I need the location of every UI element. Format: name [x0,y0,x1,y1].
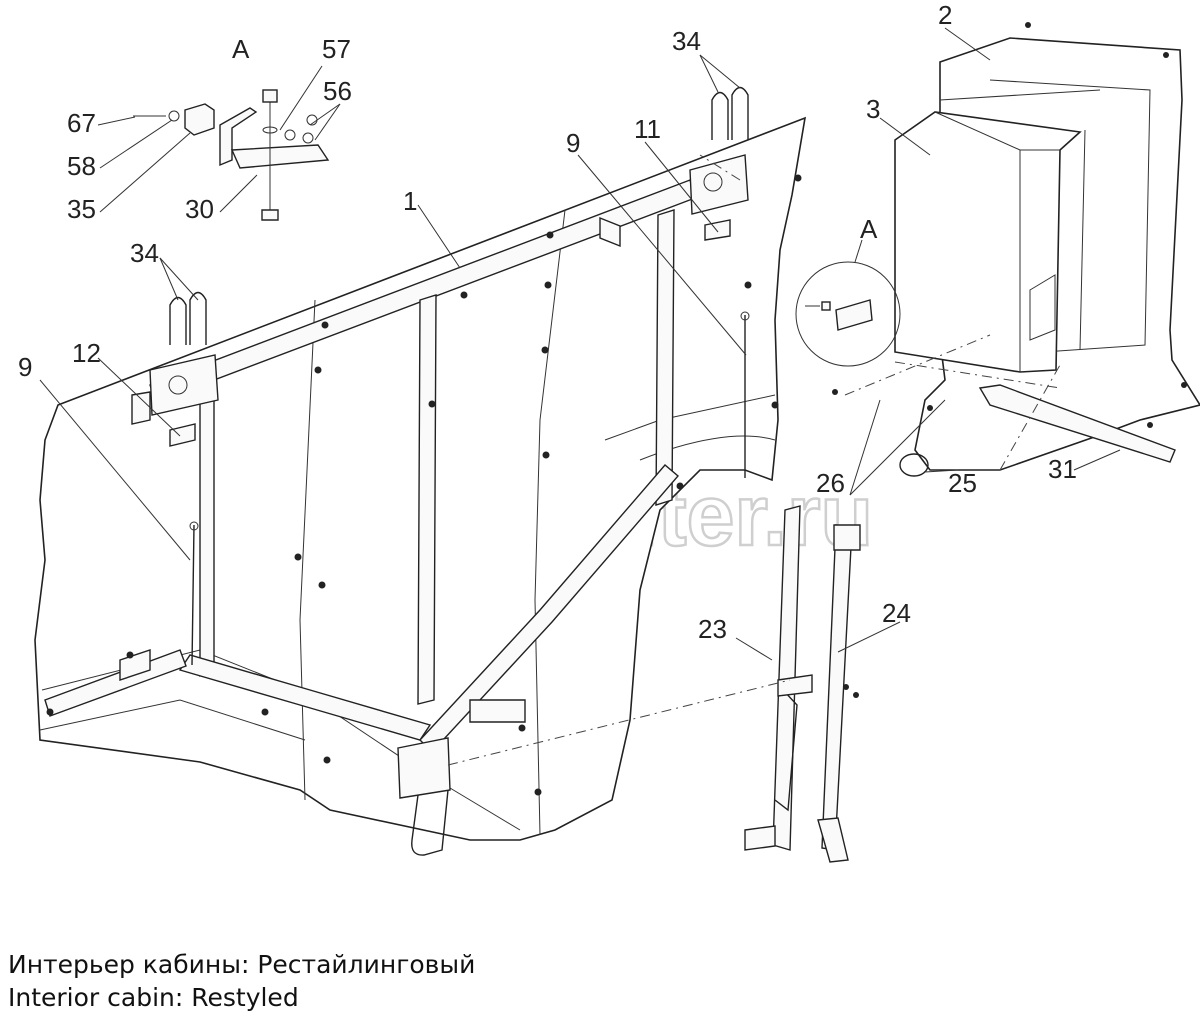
label-30: 30 [185,194,214,224]
step-handle [397,737,451,856]
gas-spring-left [189,521,199,666]
label-34-right: 34 [672,26,701,56]
label-2: 2 [938,0,952,30]
label-24: 24 [882,598,911,628]
caption-russian: Интерьер кабины: Рестайлинговый [8,950,476,979]
frame-tubes [44,179,696,754]
gas-spring-right [740,311,750,478]
label-57: 57 [322,34,351,64]
detail-a-callout [795,261,901,367]
leader-lines [39,27,1121,661]
strip-31 [978,384,1176,463]
label-11: 11 [634,114,661,144]
caption-english: Interior cabin: Restyled [8,983,299,1012]
part-labels: A 57 56 67 58 35 30 1 34 12 9 9 11 34 2 … [18,0,1077,644]
label-25: 25 [948,468,977,498]
exploded-parts-diagram: autopiter.ru [18,0,1200,863]
label-3: 3 [866,94,880,124]
label-56: 56 [323,76,352,106]
bracket-24 [817,524,861,863]
assembly-lines [447,154,1061,766]
detail-a-assembly [133,89,330,221]
fasteners [46,22,1187,796]
bracket-23 [744,505,813,851]
label-1: 1 [403,186,417,216]
label-35: 35 [67,194,96,224]
u-bolt-left [131,291,219,447]
clamp-25 [899,453,929,477]
label-58: 58 [67,151,96,181]
label-12: 12 [72,338,101,368]
label-26: 26 [816,468,845,498]
label-67: 67 [67,108,96,138]
u-bolt-right [689,86,749,241]
label-9-right: 9 [566,128,580,158]
label-9-left: 9 [18,352,32,382]
label-view-a-callout: A [860,214,878,244]
label-23: 23 [698,614,727,644]
label-34-left: 34 [130,238,159,268]
label-view-a: A [232,34,250,64]
label-31: 31 [1048,454,1077,484]
box-cover [894,111,1082,373]
